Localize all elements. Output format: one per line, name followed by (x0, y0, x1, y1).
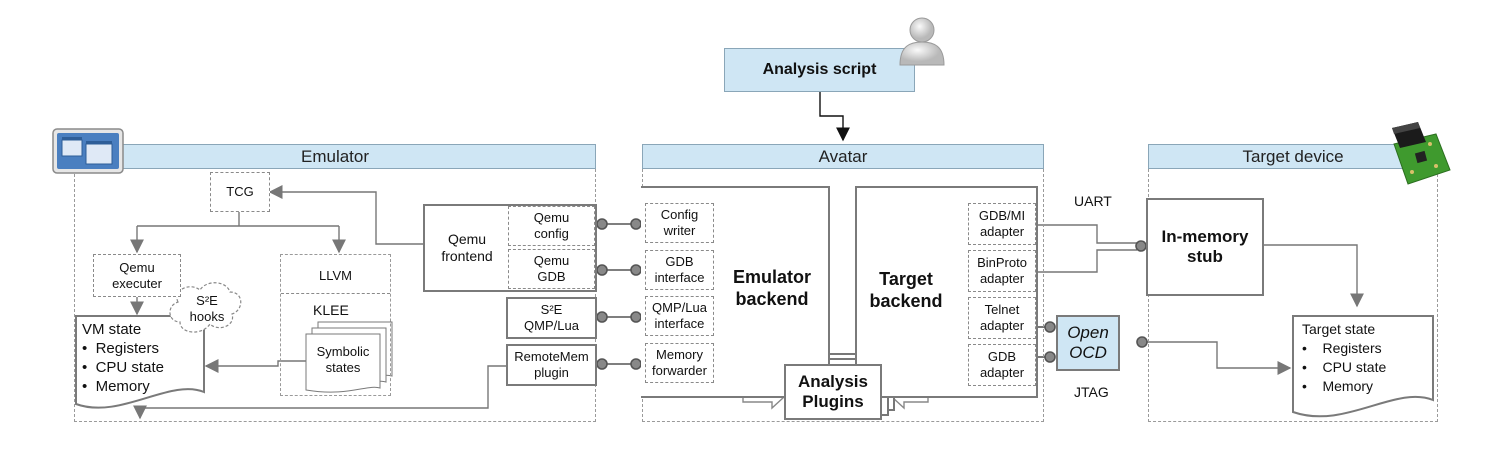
symbolic-states-label: Symbolic states (316, 344, 370, 375)
stub-to-state-arrow (1262, 244, 1364, 308)
s2e-hooks-cloud (169, 282, 242, 333)
uart-label: UART (1074, 193, 1112, 209)
symbolic-states-shape (305, 333, 381, 393)
qemu-executer-box: Qemu executer (93, 254, 181, 297)
jtag-label: JTAG (1074, 384, 1109, 400)
vm-state-list: VM state • Registers • CPU state • Memor… (82, 320, 164, 396)
llvm-label-box: LLVM (281, 258, 390, 294)
avatar-band: Avatar (642, 144, 1044, 169)
frontend-to-tcg-arrow (268, 185, 424, 245)
qmp-lua-interface-box: QMP/Lua interface (645, 296, 714, 336)
klee-label: KLEE (313, 302, 349, 318)
target-state-item: • CPU state (1302, 359, 1387, 375)
document-shapes (75, 315, 1434, 418)
target-backend-label: Target backend (869, 269, 943, 311)
symbolic-stack (305, 321, 393, 393)
target-device-band: Target device (1148, 144, 1438, 169)
target-state-list: Target state • Registers • CPU state • M… (1302, 320, 1386, 396)
openocd-box: Open OCD (1056, 315, 1120, 371)
vm-state-title: VM state (82, 321, 142, 338)
symbolic-to-vm-arrow (204, 359, 306, 373)
telnet-adapter-box: Telnet adapter (968, 297, 1036, 339)
target-state-title: Target state (1302, 321, 1376, 337)
remotemem-to-vm-arrow (133, 365, 510, 420)
memory-forwarder-box: Memory forwarder (645, 343, 714, 383)
qemu-config-box: Qemu config (508, 206, 595, 246)
circuit-board-icon (1384, 114, 1454, 190)
emulator-backend-label: Emulator backend (732, 267, 811, 309)
gdbmi-adapter-box: GDB/MI adapter (968, 203, 1036, 245)
script-to-avatar-arrow (819, 90, 850, 142)
vm-state-shape (75, 315, 205, 409)
s2e-hooks-label: S²E hooks (189, 293, 225, 324)
in-memory-stub-box: In-memory stub (1146, 198, 1264, 296)
tcg-tree-lines (136, 212, 340, 250)
analysis-script-box: Analysis script (724, 48, 915, 92)
s2e-qmp-lua-box: S²E QMP/Lua (506, 297, 597, 339)
vm-state-item: • CPU state (82, 359, 164, 376)
qemu-gdb-box: Qemu GDB (508, 249, 595, 289)
window-icon (52, 128, 124, 174)
gdb-adapter-box: GDB adapter (968, 344, 1036, 386)
user-icon (894, 10, 950, 66)
tcg-box: TCG (210, 172, 270, 212)
analysis-plugins-box: Analysis Plugins (784, 364, 882, 420)
binproto-adapter-box: BinProto adapter (968, 250, 1036, 292)
target-state-item: • Memory (1302, 378, 1374, 394)
config-writer-box: Config writer (645, 203, 714, 243)
emulator-band: Emulator (74, 144, 596, 169)
vm-state-item: • Registers (82, 340, 159, 357)
vm-state-item: • Memory (82, 378, 150, 395)
remotemem-plugin-box: RemoteMem plugin (506, 344, 597, 386)
target-state-item: • Registers (1302, 340, 1382, 356)
socket-pairs (596, 218, 1148, 370)
target-state-shape (1292, 315, 1434, 418)
openocd-to-state-arrow (1142, 341, 1292, 375)
uart-lines (1036, 224, 1137, 273)
gdb-interface-box: GDB interface (645, 250, 714, 290)
llvm-klee-group (280, 254, 391, 396)
